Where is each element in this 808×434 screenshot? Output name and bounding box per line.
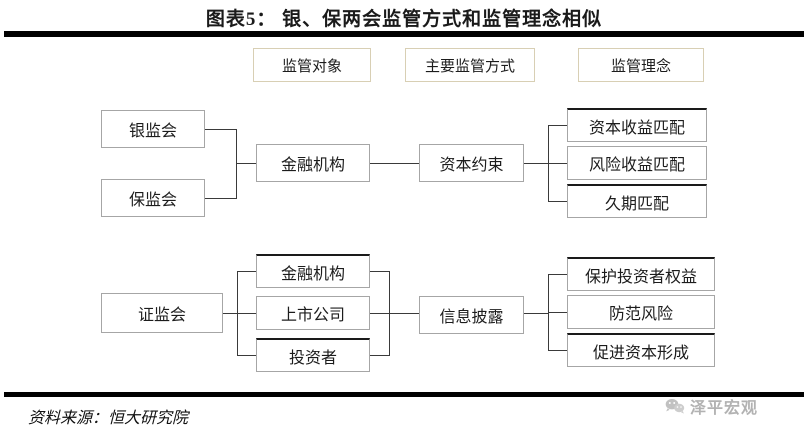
column-header-label: 主要监管方式 [424, 58, 515, 75]
node-label: 久期匹配 [604, 195, 669, 213]
connector-spine-to-duration-match [548, 201, 567, 202]
node-csrc: 证监会 [101, 293, 223, 333]
connector-method-to-concepts-spine [524, 313, 548, 314]
node-label: 防范风险 [608, 306, 673, 323]
watermark-text: 泽平宏观 [690, 400, 759, 417]
node-label: 保护投资者权益 [584, 268, 697, 286]
column-header-main-supervision-method: 主要监管方式 [405, 48, 535, 82]
connector-target-to-method [370, 163, 419, 164]
node-capital-constraint: 资本约束 [419, 144, 524, 182]
node-label: 促进资本形成 [592, 344, 689, 362]
node-capital-return-match: 资本收益匹配 [567, 108, 707, 142]
column-header-label: 监管理念 [610, 58, 671, 75]
node-label: 证监会 [137, 307, 186, 324]
node-duration-match: 久期匹配 [567, 184, 707, 218]
connector-spine-to-listed-companies [237, 313, 256, 314]
node-label: 金融机构 [280, 157, 345, 174]
connector-spine-to-protect-investor-rights [548, 274, 567, 275]
column-header-supervision-target: 监管对象 [253, 48, 371, 82]
node-financial-institutions-2: 金融机构 [256, 254, 370, 288]
footer-divider-rule [4, 392, 804, 397]
node-label: 保监会 [128, 192, 177, 209]
connector-spine-to-financial-institutions-2 [237, 271, 256, 272]
connector-circ-stub [205, 198, 236, 199]
wechat-logo-icon [665, 398, 685, 415]
node-label: 资本收益匹配 [588, 119, 685, 137]
node-financial-institutions: 金融机构 [256, 144, 370, 182]
node-prevent-risk: 防范风险 [567, 295, 715, 329]
node-label: 投资者 [288, 349, 337, 367]
node-promote-capital-formation: 促进资本形成 [567, 333, 715, 367]
title-divider-rule [4, 31, 804, 37]
watermark: 泽平宏观 [665, 394, 758, 418]
node-label: 资本约束 [439, 157, 504, 174]
column-header-label: 监管对象 [281, 58, 342, 75]
source-note: 资料来源：恒大研究院 [28, 410, 189, 427]
connector-regulators-to-target [236, 163, 256, 164]
connector-spine-to-promote-capital-formation [548, 350, 567, 351]
connector-cbrc-stub [205, 129, 236, 130]
connector-targets-to-method [370, 313, 419, 314]
node-risk-return-match: 风险收益匹配 [567, 146, 707, 180]
node-listed-companies: 上市公司 [256, 296, 370, 330]
connector-csrc-stub [223, 313, 237, 314]
connector-regulators-spine [236, 129, 237, 199]
node-protect-investor-rights: 保护投资者权益 [567, 257, 715, 291]
connector-investors-out [370, 355, 389, 356]
page-title: 图表5： 银、保两会监管方式和监管理念相似 [205, 9, 603, 30]
connector-spine-to-prevent-risk [548, 312, 567, 313]
node-label: 信息披露 [439, 309, 504, 326]
node-label: 银监会 [128, 123, 177, 140]
node-cbrc: 银监会 [101, 110, 205, 148]
connector-spine-to-risk-return-match [548, 163, 567, 164]
connector-spine-to-capital-return-match [548, 125, 567, 126]
node-label: 金融机构 [280, 265, 345, 283]
connector-spine-to-investors [237, 355, 256, 356]
node-circ: 保监会 [101, 179, 205, 217]
node-label: 上市公司 [280, 307, 345, 324]
connector-method-to-spine [524, 163, 548, 164]
node-label: 风险收益匹配 [588, 157, 685, 174]
column-header-supervision-concept: 监管理念 [578, 48, 704, 82]
node-information-disclosure: 信息披露 [419, 296, 524, 334]
connector-financial-institutions-2-out [370, 271, 389, 272]
node-investors: 投资者 [256, 338, 370, 372]
